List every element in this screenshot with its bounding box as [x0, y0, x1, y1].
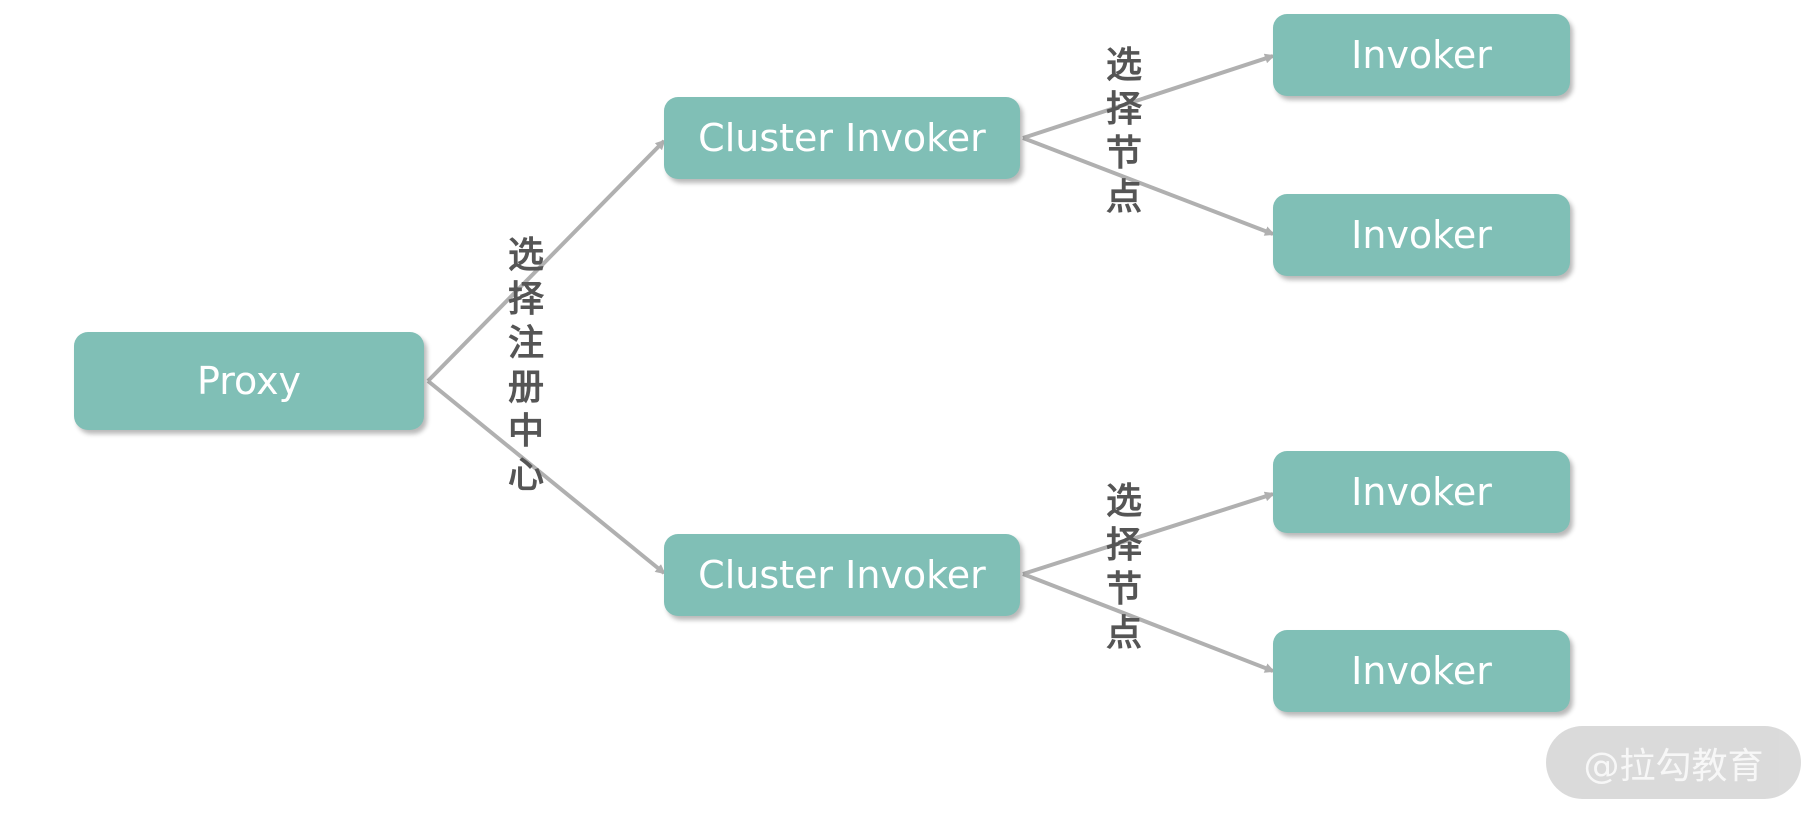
invoker-node-1: Invoker	[1273, 14, 1570, 96]
edge-cluster-top-to-invoker-1	[1022, 53, 1275, 140]
invoker-node-2: Invoker	[1273, 194, 1570, 276]
edge-cluster-top-to-invoker-2	[1022, 136, 1275, 236]
edge-cluster-bottom-to-invoker-3	[1022, 491, 1275, 576]
label-select-node-bottom: 选择节点	[1105, 481, 1142, 654]
proxy-node: Proxy	[74, 332, 424, 430]
cluster-invoker-node-bottom: Cluster Invoker	[664, 534, 1020, 616]
watermark-badge: @拉勾教育	[1546, 726, 1801, 799]
invoker-node-3: Invoker	[1273, 451, 1570, 533]
cluster-invoker-node-top: Cluster Invoker	[664, 97, 1020, 179]
edge-proxy-to-cluster-top	[426, 139, 666, 383]
label-select-registry: 选择注册中心	[507, 235, 544, 496]
label-select-node-top: 选择节点	[1105, 45, 1142, 218]
edge-proxy-to-cluster-bottom	[426, 379, 666, 575]
invoker-node-4: Invoker	[1273, 630, 1570, 712]
edge-cluster-bottom-to-invoker-4	[1022, 572, 1275, 673]
